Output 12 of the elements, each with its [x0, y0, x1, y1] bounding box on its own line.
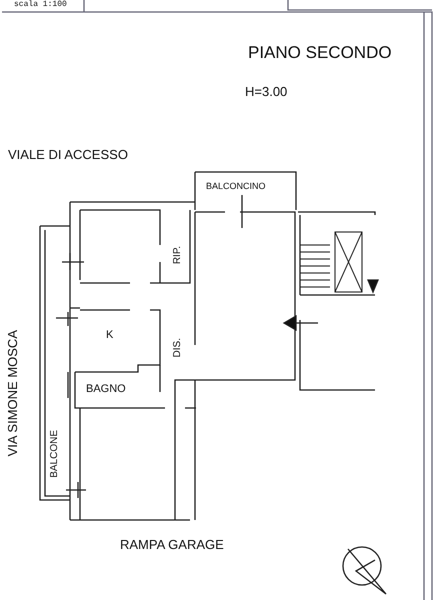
street-label: VIA SIMONE MOSCA	[6, 330, 19, 456]
scale-note: scala 1:100	[14, 1, 67, 9]
room-label: BALCONCINO	[206, 182, 266, 191]
room-label: BAGNO	[86, 384, 126, 395]
street-label: RAMPA GARAGE	[120, 538, 224, 551]
floor-title: PIANO SECONDO	[248, 44, 392, 61]
balcony-label: BALCONE	[50, 430, 60, 478]
room-label: K	[106, 330, 114, 341]
room-label: DIS.	[173, 338, 183, 358]
street-label: VIALE DI ACCESSO	[8, 148, 128, 161]
ceiling-height: H=3.00	[245, 85, 288, 98]
room-label: RIP.	[173, 246, 183, 264]
